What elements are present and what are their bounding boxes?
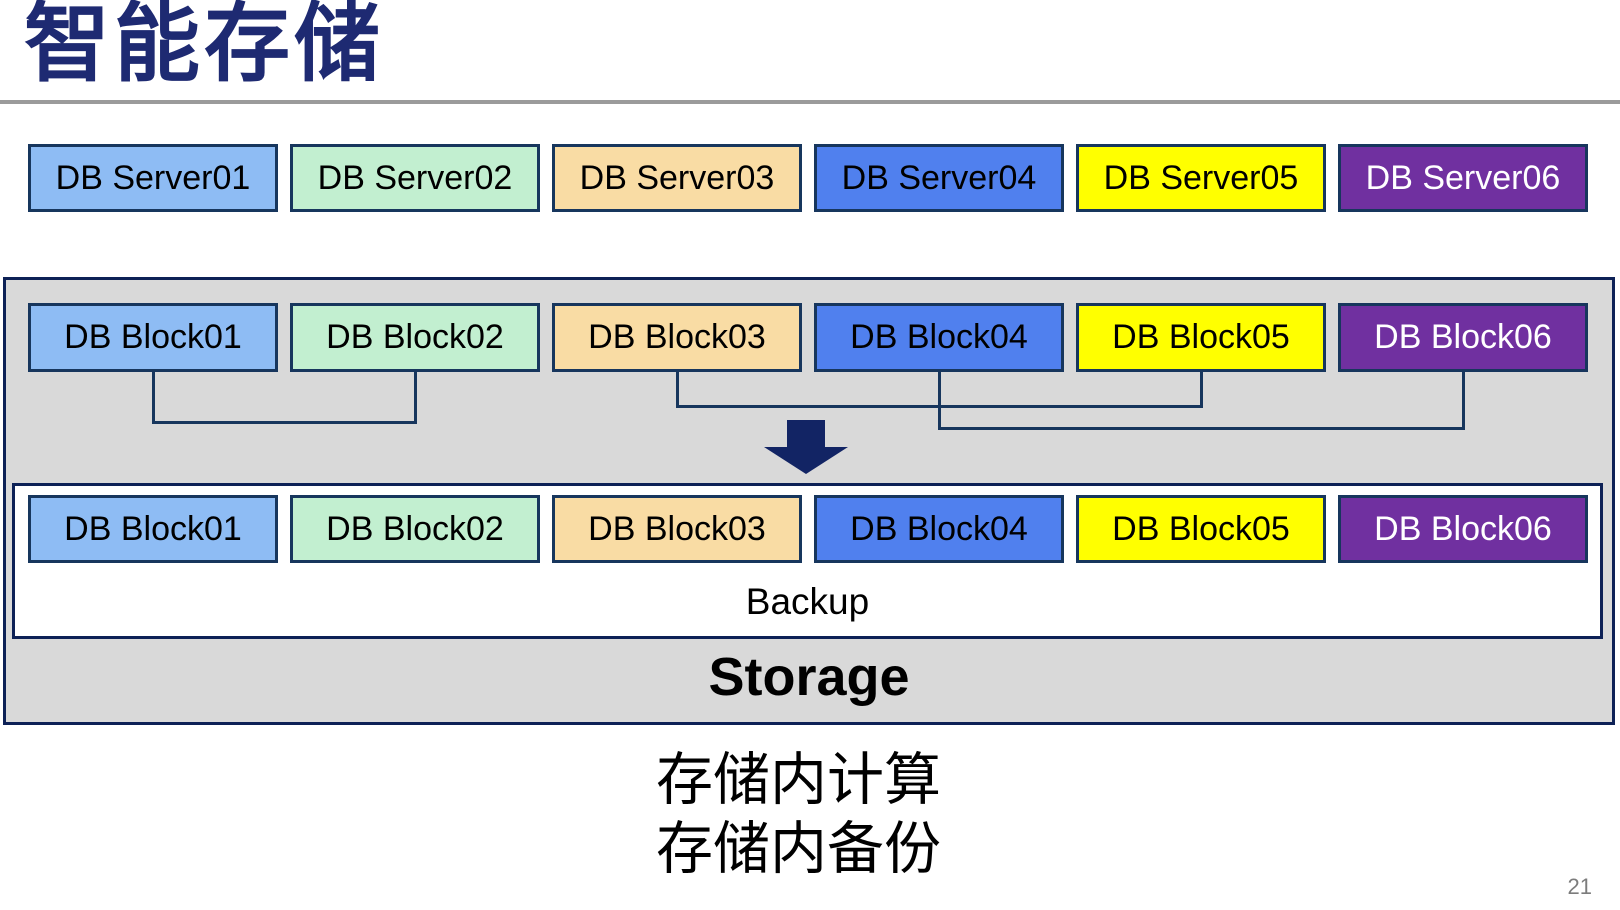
db-server-box-01: DB Server01	[28, 144, 278, 212]
caption-line-2: 存储内备份	[656, 817, 941, 881]
connector-block01-block02-horizontal	[152, 421, 417, 424]
db-block-top-03: DB Block03	[552, 303, 802, 372]
db-block-bottom-05: DB Block05	[1076, 495, 1326, 563]
down-arrow-stem	[787, 420, 825, 447]
down-arrow-icon	[764, 420, 848, 474]
db-server-box-04: DB Server04	[814, 144, 1064, 212]
page-title: 智能存储	[24, 0, 384, 92]
db-block-top-01: DB Block01	[28, 303, 278, 372]
db-block-top-06: DB Block06	[1338, 303, 1588, 372]
db-block-bottom-06: DB Block06	[1338, 495, 1588, 563]
connector-block03-block05-right	[1200, 372, 1203, 408]
connector-block01-block02-left	[152, 372, 155, 424]
connector-block01-block02-right	[414, 372, 417, 424]
page-number: 21	[1567, 874, 1592, 899]
db-block-bottom-04: DB Block04	[814, 495, 1064, 563]
db-server-box-03: DB Server03	[552, 144, 802, 212]
down-arrow-head	[764, 447, 848, 474]
db-block-bottom-02: DB Block02	[290, 495, 540, 563]
backup-label: Backup	[745, 581, 870, 622]
caption: 存储内计算 存储内备份	[656, 746, 941, 884]
db-block-top-05: DB Block05	[1076, 303, 1326, 372]
connector-block03-block05-left	[676, 372, 679, 408]
db-block-bottom-03: DB Block03	[552, 495, 802, 563]
db-server-box-02: DB Server02	[290, 144, 540, 212]
db-server-box-06: DB Server06	[1338, 144, 1588, 212]
db-block-top-02: DB Block02	[290, 303, 540, 372]
db-block-bottom-01: DB Block01	[28, 495, 278, 563]
connector-block04-block06-horizontal	[938, 427, 1465, 430]
connector-block04-block06-right	[1462, 372, 1465, 430]
storage-label: Storage	[708, 647, 910, 707]
db-server-box-05: DB Server05	[1076, 144, 1326, 212]
caption-line-1: 存储内计算	[656, 748, 941, 812]
title-divider	[0, 100, 1620, 104]
db-block-top-04: DB Block04	[814, 303, 1064, 372]
connector-block04-block06-left	[938, 372, 941, 430]
